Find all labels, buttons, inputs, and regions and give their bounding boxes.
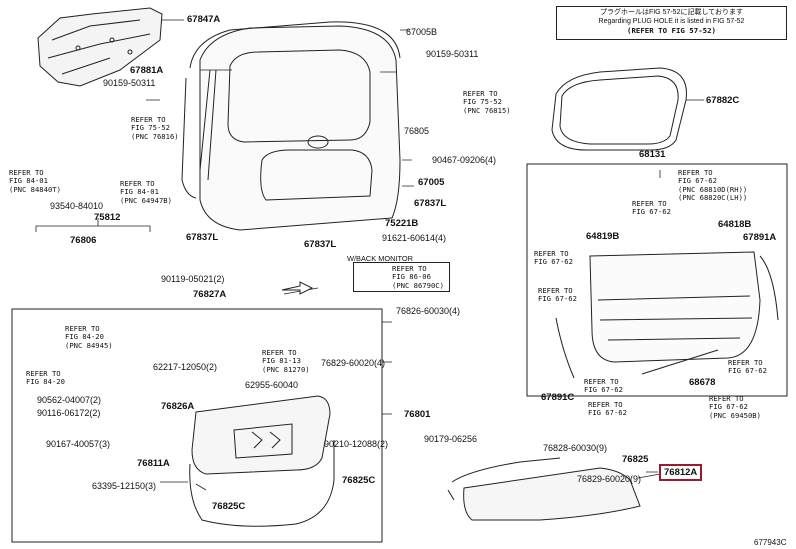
part-67882C[interactable]: 67882C	[706, 95, 740, 106]
ref-67-62-c[interactable]: REFER TO FIG 67-62	[538, 286, 577, 304]
ref-84-01-84840[interactable]: REFER TO FIG 84-01 (PNC 84840T)	[9, 168, 61, 194]
note-ref: (REFER TO FIG 57-52)	[627, 26, 716, 35]
part-67891A[interactable]: 67891A	[743, 232, 777, 243]
ref-67-62-g[interactable]: REFER TO FIG 67-62 (PNC 69450B)	[709, 394, 761, 420]
ref-67-62-a[interactable]: REFER TO FIG 67-62	[632, 199, 671, 217]
garnish-box	[11, 308, 383, 543]
part-90562[interactable]: 90562-04007(2)	[37, 395, 102, 405]
part-76806[interactable]: 76806	[70, 235, 97, 246]
part-76811A[interactable]: 76811A	[137, 458, 170, 469]
back-monitor-ref[interactable]: REFER TO FIG 86-06 (PNC 86790C)	[392, 264, 444, 290]
part-76825C-a[interactable]: 76825C	[342, 475, 376, 486]
part-68131[interactable]: 68131	[639, 149, 666, 160]
ref-67-62-top[interactable]: REFER TO FIG 67-62 (PNC 68810D(RH)) (PNC…	[678, 168, 748, 203]
back-monitor-title: W/BACK MONITOR	[347, 254, 413, 263]
glass-gasket-drawing	[551, 67, 687, 151]
back-door-drawing	[181, 21, 401, 231]
part-67837L-c[interactable]: 67837L	[304, 239, 337, 250]
part-67837L-b[interactable]: 67837L	[186, 232, 219, 243]
part-76812A-highlight[interactable]: 76812A	[659, 464, 703, 481]
part-76829-60020-a[interactable]: 76829-60020(4)	[321, 358, 386, 368]
part-67837L-a[interactable]: 67837L	[414, 198, 447, 209]
rear-glass-drawing	[555, 251, 779, 379]
back-monitor-callout: W/BACK MONITOR REFER TO FIG 86-06 (PNC 8…	[347, 254, 452, 293]
part-90159-50311-a[interactable]: 90159-50311	[426, 49, 479, 59]
part-64819B[interactable]: 64819B	[586, 231, 620, 242]
garnish-drawing	[189, 395, 335, 527]
ref-75-52-76815[interactable]: REFER TO FIG 75-52 (PNC 76815)	[463, 89, 511, 115]
part-90119[interactable]: 90119-05021(2)	[161, 274, 225, 284]
part-62955[interactable]: 62955-60040	[245, 380, 299, 390]
diagram-id: 677943C	[754, 538, 787, 547]
part-91621[interactable]: 91621-60614(4)	[382, 233, 447, 243]
bracket-drawing	[37, 7, 163, 87]
part-64818B[interactable]: 64818B	[718, 219, 752, 230]
ref-67-62-d[interactable]: REFER TO FIG 67-62	[728, 358, 767, 376]
part-90159-50311-b[interactable]: 90159-50311	[103, 78, 156, 88]
arrow-icon	[281, 281, 314, 295]
part-76827A[interactable]: 76827A	[193, 289, 227, 300]
part-76825[interactable]: 76825	[622, 454, 649, 465]
part-90210[interactable]: 90210-12088(2)	[324, 439, 389, 449]
plug-hole-note: プラグホールはFIG 57-52に記載しております Regarding PLUG…	[556, 6, 787, 40]
part-63395[interactable]: 63395-12150(3)	[92, 481, 157, 491]
part-76829-60020-b[interactable]: 76829-60020(9)	[577, 474, 642, 484]
back-monitor-box: REFER TO FIG 86-06 (PNC 86790C)	[353, 262, 450, 292]
part-67005B[interactable]: 67005B	[406, 27, 438, 37]
ref-67-62-f[interactable]: REFER TO FIG 67-62	[588, 400, 627, 418]
part-76826-60030-a[interactable]: 76826-60030(4)	[396, 306, 461, 316]
ref-67-62-b[interactable]: REFER TO FIG 67-62	[534, 249, 573, 267]
spoiler-drawing	[447, 457, 641, 521]
part-76825C-b[interactable]: 76825C	[212, 501, 246, 512]
part-90116[interactable]: 90116-06172(2)	[37, 408, 101, 418]
part-90179[interactable]: 90179-06256	[424, 434, 478, 444]
note-jp: プラグホールはFIG 57-52に記載しております	[599, 9, 744, 16]
part-67881A[interactable]: 67881A	[130, 65, 164, 76]
part-67847A[interactable]: 67847A	[187, 14, 221, 25]
glass-box	[526, 163, 788, 397]
ref-84-20[interactable]: REFER TO FIG 84-20	[26, 369, 65, 387]
part-67891C[interactable]: 67891C	[541, 392, 575, 403]
part-62217[interactable]: 62217-12050(2)	[153, 362, 218, 372]
ref-84-01-64947[interactable]: REFER TO FIG 84-01 (PNC 64947B)	[120, 179, 172, 205]
note-en: Regarding PLUG HOLE it is listed in FIG …	[598, 18, 745, 25]
part-67005[interactable]: 67005	[418, 177, 445, 188]
part-76828[interactable]: 76828-60030(9)	[543, 443, 608, 453]
ref-75-52-76816[interactable]: REFER TO FIG 75-52 (PNC 76816)	[131, 115, 179, 141]
part-75221B[interactable]: 75221B	[385, 218, 419, 229]
part-93540[interactable]: 93540-84010	[50, 201, 104, 211]
part-68678[interactable]: 68678	[689, 377, 716, 388]
part-76805[interactable]: 76805	[404, 126, 430, 136]
part-75812[interactable]: 75812	[94, 212, 121, 223]
part-76826A[interactable]: 76826A	[161, 401, 195, 412]
ref-67-62-e[interactable]: REFER TO FIG 67-62	[584, 377, 623, 395]
ref-81-13-81270[interactable]: REFER TO FIG 81-13 (PNC 81270)	[262, 348, 310, 374]
part-76801[interactable]: 76801	[404, 409, 431, 420]
ref-84-20-84945[interactable]: REFER TO FIG 84-20 (PNC 84945)	[65, 324, 113, 350]
part-90167[interactable]: 90167-40057(3)	[46, 439, 111, 449]
part-90467[interactable]: 90467-09206(4)	[432, 155, 497, 165]
